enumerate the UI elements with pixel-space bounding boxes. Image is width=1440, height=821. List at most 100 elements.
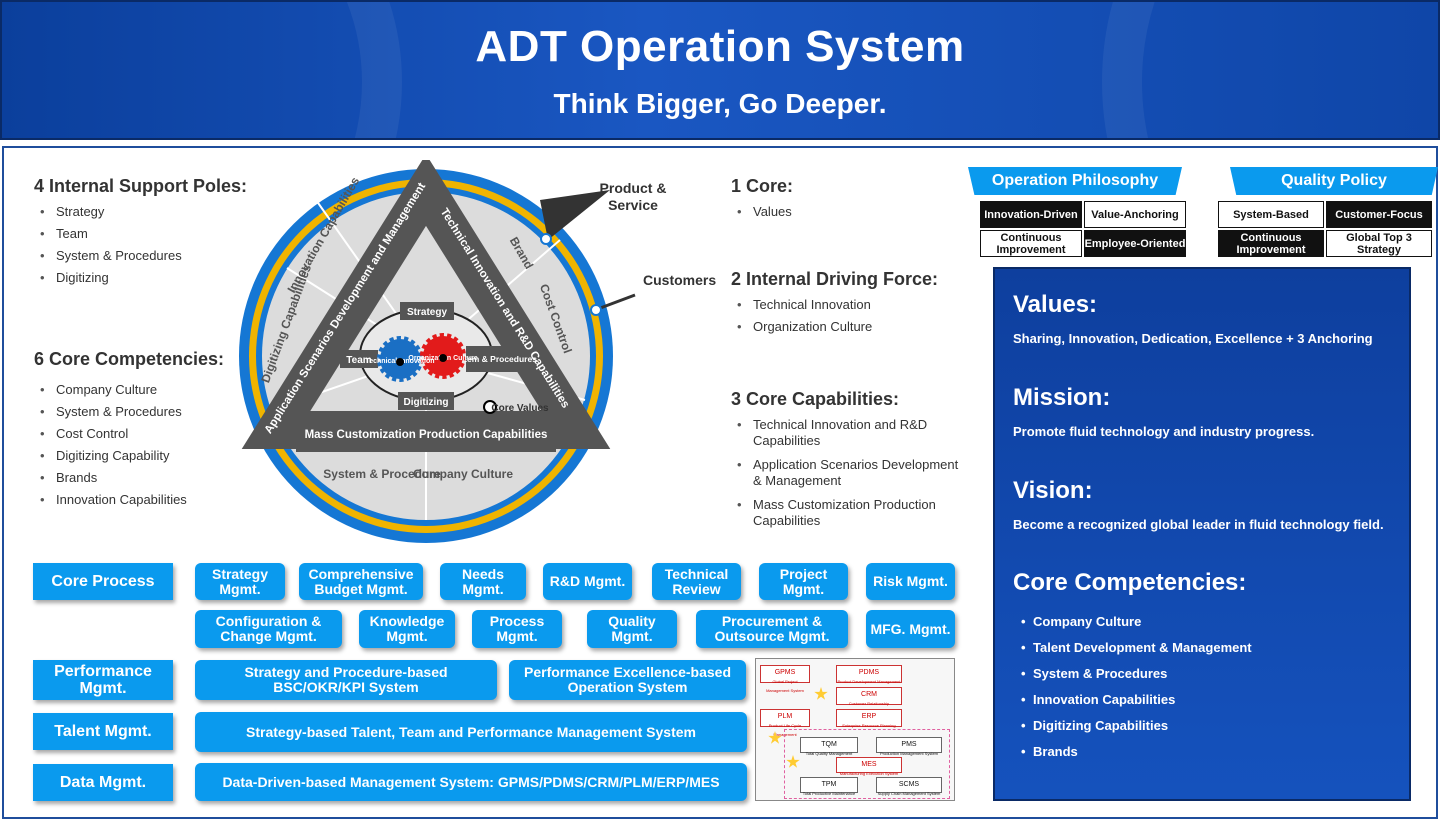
core-list: Values [733, 204, 792, 226]
process-button[interactable]: Comprehensive Budget Mgmt. [299, 563, 423, 600]
list-item: Brands [1021, 744, 1252, 760]
star-icon [814, 687, 828, 700]
customers-pointer [594, 293, 636, 312]
list-item: Talent Development & Management [1021, 640, 1252, 656]
customers-label: Customers [643, 272, 717, 288]
list-item: Company Culture [36, 382, 187, 398]
list-item: Innovation Capabilities [36, 492, 187, 508]
vision-title: Vision: [1013, 477, 1093, 504]
list-item: Digitizing Capabilities [1021, 718, 1252, 734]
process-button[interactable]: Procurement & Outsource Mgmt. [696, 610, 848, 648]
list-item: Organization Culture [733, 319, 872, 335]
list-item: System & Procedures [1021, 666, 1252, 682]
quality-cell: Customer-Focus [1326, 201, 1432, 228]
performance-mgmt-label: Performance Mgmt. [33, 660, 173, 700]
quality-cell: Continuous Improvement [1218, 230, 1324, 257]
performance-button[interactable]: Strategy and Procedure-based BSC/OKR/KPI… [195, 660, 497, 700]
team-label: Team [346, 355, 371, 366]
system-procedures-label: System & Procedures [449, 354, 537, 364]
driving-force-list: Technical Innovation Organization Cultur… [733, 297, 872, 341]
core-values-icon [483, 400, 497, 414]
list-item: Technical Innovation and R&D Capabilitie… [733, 417, 963, 449]
process-button[interactable]: Knowledge Mgmt. [359, 610, 455, 648]
support-poles-title: 4 Internal Support Poles: [34, 176, 248, 196]
process-button[interactable]: MFG. Mgmt. [866, 610, 955, 648]
mission-title: Mission: [1013, 384, 1111, 411]
mission-text: Promote fluid technology and industry pr… [1013, 424, 1315, 439]
list-item: Values [733, 204, 792, 220]
values-text: Sharing, Innovation, Dedication, Excelle… [1013, 331, 1373, 346]
competencies-list: Company Culture Talent Development & Man… [1021, 614, 1252, 770]
strategy-box [400, 302, 454, 320]
support-poles-list: Strategy Team System & Procedures Digiti… [36, 204, 182, 292]
core-process-label: Core Process [33, 563, 173, 600]
process-button[interactable]: Risk Mgmt. [866, 563, 955, 600]
performance-button[interactable]: Performance Excellence-based Operation S… [509, 660, 746, 700]
process-button[interactable]: Process Mgmt. [472, 610, 562, 648]
list-item: Digitizing Capability [36, 448, 187, 464]
values-panel: Values: Sharing, Innovation, Dedication,… [993, 267, 1411, 801]
digitizing-box [398, 392, 454, 410]
quality-cell: System-Based [1218, 201, 1324, 228]
values-title: Values: [1013, 291, 1098, 318]
list-item: Technical Innovation [733, 297, 872, 313]
list-item: System & Procedures [36, 248, 182, 264]
core-capabilities-list: Technical Innovation and R&D Capabilitie… [733, 417, 963, 535]
process-button[interactable]: Strategy Mgmt. [195, 563, 285, 600]
core-title: 1 Core: [731, 176, 794, 196]
seg-system-label: System & Procedure [323, 467, 441, 481]
list-item: Cost Control [36, 426, 187, 442]
talent-mgmt-label: Talent Mgmt. [33, 713, 173, 750]
philosophy-cell: Employee-Oriented [1084, 230, 1186, 257]
seg-culture-label: Company Culture [413, 467, 513, 481]
talent-button[interactable]: Strategy-based Talent, Team and Performa… [195, 712, 747, 752]
operation-philosophy-header: Operation Philosophy [968, 167, 1182, 195]
philosophy-cell: Innovation-Driven [980, 201, 1082, 228]
list-item: Digitizing [36, 270, 182, 286]
product-service-pointer [540, 190, 610, 240]
strategy-label: Strategy [407, 307, 447, 318]
process-button[interactable]: Project Mgmt. [759, 563, 848, 600]
quality-policy-header: Quality Policy [1230, 167, 1438, 195]
system-procedures-box [466, 346, 520, 372]
list-item: Company Culture [1021, 614, 1252, 630]
core-competencies-list: Company Culture System & Procedures Cost… [36, 382, 187, 514]
data-mgmt-label: Data Mgmt. [33, 764, 173, 801]
list-item: System & Procedures [36, 404, 187, 420]
process-button[interactable]: Technical Review [652, 563, 741, 600]
core-values-label: Core Values [491, 403, 549, 414]
process-button[interactable]: Configuration & Change Mgmt. [195, 610, 342, 648]
quality-grid: System-Based Customer-Focus Continuous I… [1218, 201, 1432, 257]
page-title: ADT Operation System [475, 22, 965, 71]
list-item: Brands [36, 470, 187, 486]
list-item: Strategy [36, 204, 182, 220]
core-competencies-title: 6 Core Competencies: [34, 349, 225, 369]
philosophy-grid: Innovation-Driven Value-Anchoring Contin… [980, 201, 1186, 257]
header-banner: ADT Operation System Think Bigger, Go De… [0, 0, 1440, 140]
operation-wheel-diagram: Innovation Capabilities Digitizing Capab… [239, 160, 636, 543]
vision-text: Become a recognized global leader in flu… [1013, 517, 1384, 532]
process-button[interactable]: Quality Mgmt. [587, 610, 677, 648]
process-button[interactable]: Needs Mgmt. [440, 563, 526, 600]
data-button[interactable]: Data-Driven-based Management System: GPM… [195, 763, 747, 801]
process-button[interactable]: R&D Mgmt. [543, 563, 632, 600]
competencies-title: Core Competencies: [1013, 569, 1247, 596]
team-box [340, 350, 378, 368]
tri-bottom-label: Mass Customization Production Capabiliti… [305, 429, 548, 441]
page-subtitle: Think Bigger, Go Deeper. [553, 88, 887, 119]
product-service-label: Product & Service [599, 180, 667, 213]
list-item: Team [36, 226, 182, 242]
digitizing-label: Digitizing [404, 397, 449, 408]
list-item: Application Scenarios Development & Mana… [733, 457, 963, 489]
list-item: Innovation Capabilities [1021, 692, 1252, 708]
